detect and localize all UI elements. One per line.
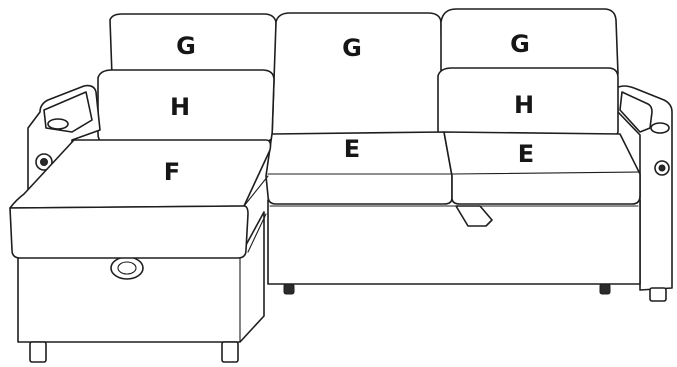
- glide-left: [284, 284, 294, 294]
- label-back-cushion-middle: G: [342, 34, 362, 62]
- chaise-cushion-front: [10, 206, 248, 258]
- left-usb-port-inner: [41, 159, 48, 166]
- leg-front-left: [30, 342, 46, 362]
- label-back-cushion-left: G: [176, 32, 196, 60]
- label-chaise-cushion: F: [164, 158, 180, 186]
- storage-pull-handle: [111, 257, 143, 279]
- sofa-base: [268, 200, 640, 284]
- left-cup-holder: [48, 119, 68, 129]
- label-seat-cushion-middle: E: [344, 135, 360, 163]
- back-cushion-middle: [272, 13, 443, 138]
- leg-right: [650, 288, 666, 301]
- glide-right: [600, 284, 610, 294]
- label-lumbar-pillow-left: H: [170, 93, 190, 121]
- label-lumbar-pillow-right: H: [514, 91, 534, 119]
- right-usb-port-inner: [659, 165, 665, 171]
- right-cup-holder: [651, 123, 669, 133]
- label-back-cushion-right: G: [510, 30, 530, 58]
- leg-front-middle: [222, 342, 238, 362]
- label-seat-cushion-right: E: [518, 140, 534, 168]
- seat-cushion-right: [444, 132, 640, 204]
